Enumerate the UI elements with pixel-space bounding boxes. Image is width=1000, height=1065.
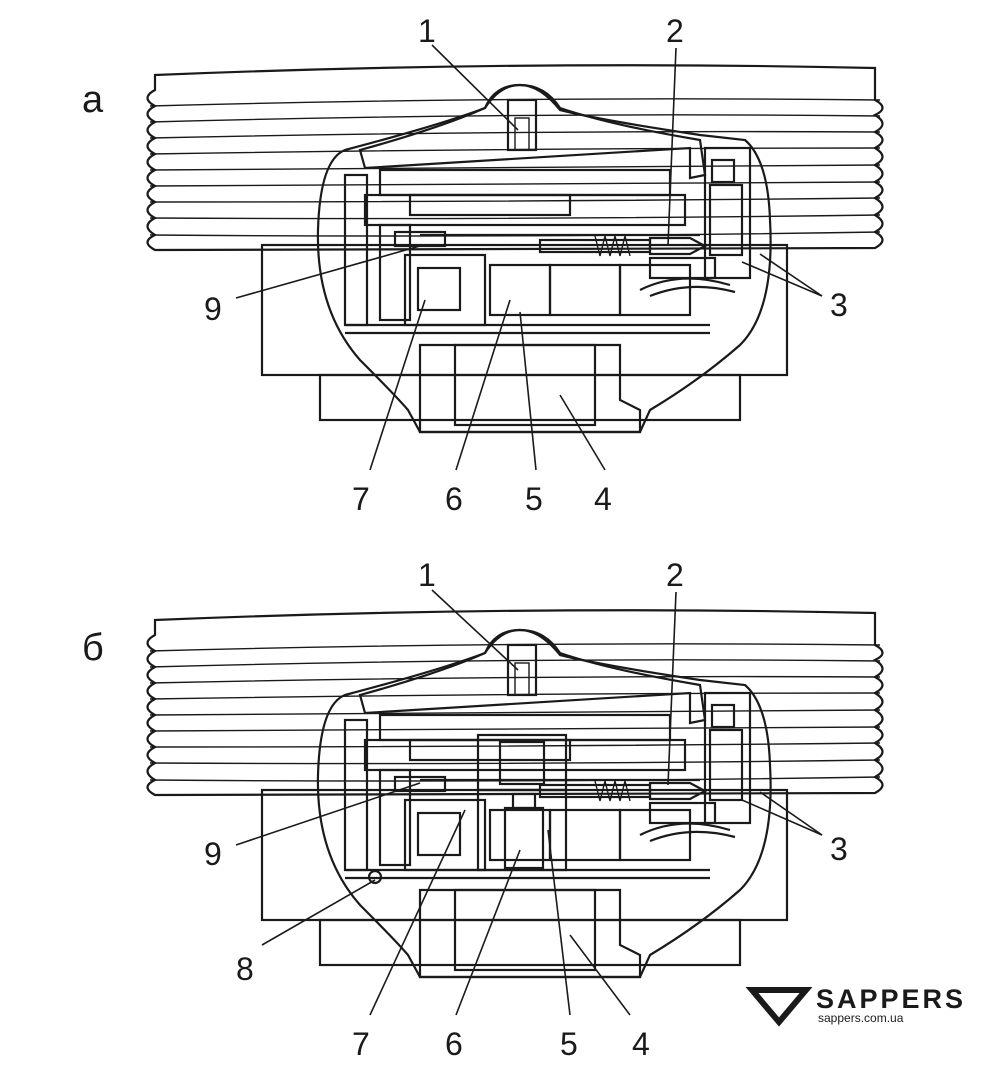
panel-a-letter: а	[82, 79, 104, 121]
callout-a-3: 3	[830, 287, 848, 323]
panel-a: а 1 2 3 9 7 6 5 4	[82, 13, 884, 517]
brand-triangle-icon	[745, 987, 813, 1027]
panel-b-letter: б	[82, 627, 104, 669]
callout-b-2: 2	[666, 557, 684, 593]
brand-logo: SAPPERS sappers.com.ua	[745, 984, 966, 1027]
callout-b-6: 6	[445, 1026, 463, 1062]
callout-a-7: 7	[352, 481, 370, 517]
callouts-a: 1 2 3 9 7 6 5 4	[204, 13, 848, 517]
callout-b-5: 5	[560, 1026, 578, 1062]
callout-a-1: 1	[418, 13, 436, 49]
panel-b: б 1 2 3 9 8 7 6 5 4	[82, 557, 884, 1062]
callout-b-3: 3	[830, 831, 848, 867]
callout-b-4: 4	[632, 1026, 650, 1062]
callout-b-9: 9	[204, 836, 222, 872]
callout-a-9: 9	[204, 291, 222, 327]
callout-a-6: 6	[445, 481, 463, 517]
callout-a-2: 2	[666, 13, 684, 49]
callouts-b: 1 2 3 9 8 7 6 5 4	[204, 557, 848, 1062]
callout-a-4: 4	[594, 481, 612, 517]
callout-b-8: 8	[236, 951, 254, 987]
callout-b-7: 7	[352, 1026, 370, 1062]
callout-b-1: 1	[418, 557, 436, 593]
brand-url: sappers.com.ua	[818, 1011, 904, 1025]
brand-name: SAPPERS	[816, 984, 966, 1014]
callout-a-5: 5	[525, 481, 543, 517]
